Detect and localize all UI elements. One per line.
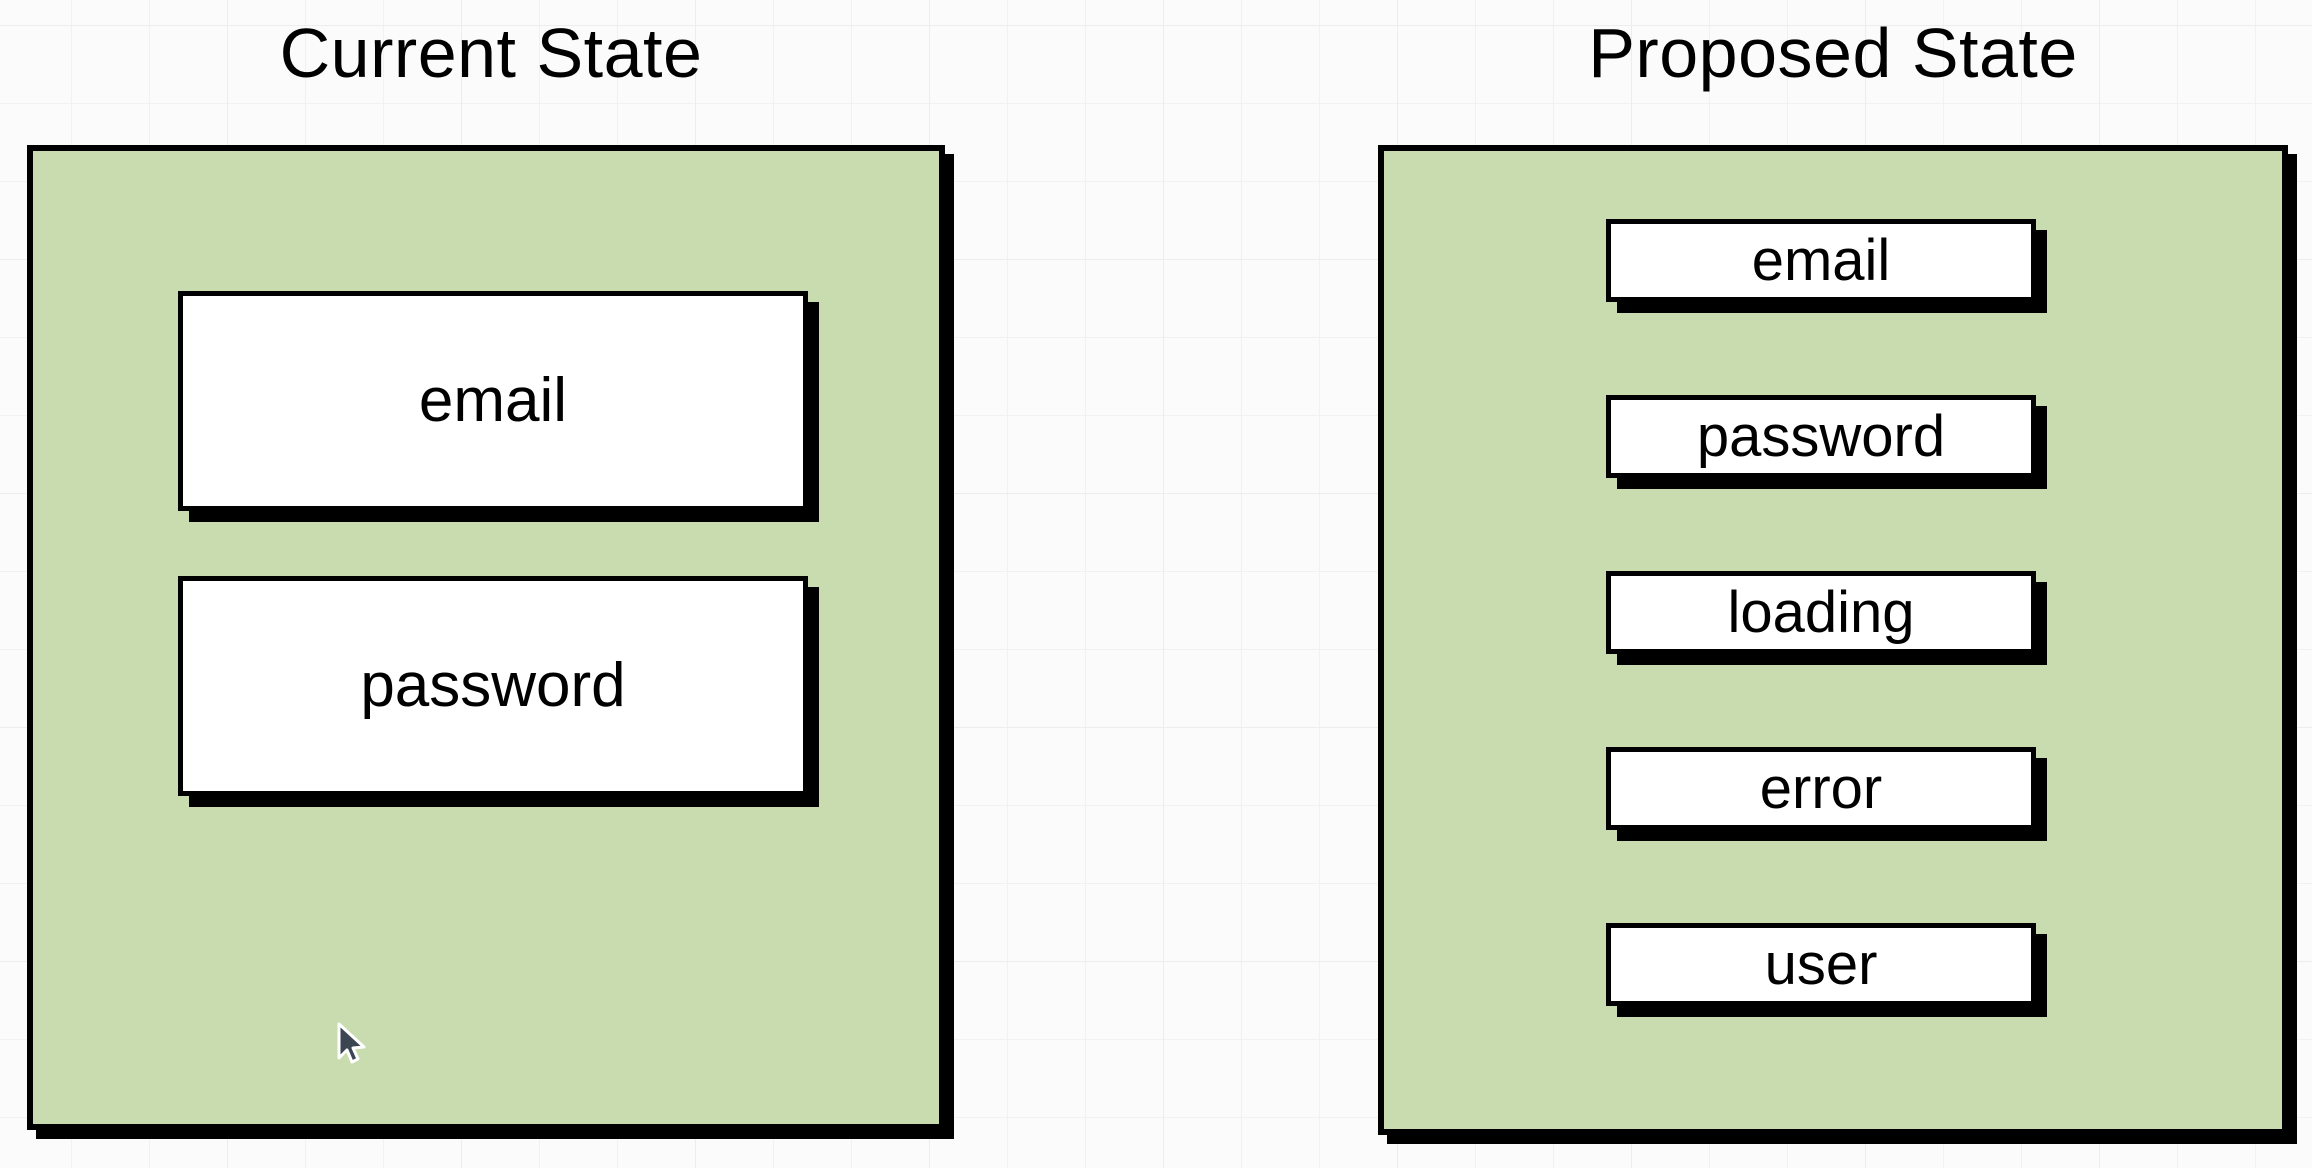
state-node-label: user [1764, 931, 1878, 997]
state-node-loading-proposed[interactable]: loading [1606, 571, 2036, 654]
panel-proposed-state[interactable]: email password loading error user [1378, 145, 2288, 1135]
state-node-error-proposed[interactable]: error [1606, 747, 2036, 830]
state-node-label: password [1696, 403, 1946, 469]
state-node-password-current[interactable]: password [178, 576, 808, 796]
state-node-email-proposed[interactable]: email [1606, 219, 2036, 302]
state-node-email-current[interactable]: email [178, 291, 808, 511]
panel-title-proposed-state: Proposed State [1588, 14, 2078, 92]
state-node-user-proposed[interactable]: user [1606, 923, 2036, 1006]
state-node-label: error [1759, 755, 1883, 821]
state-node-label: password [360, 651, 626, 720]
panel-title-current-state: Current State [279, 14, 703, 92]
panel-current-state[interactable]: email password [27, 145, 945, 1130]
state-node-label: loading [1727, 579, 1915, 645]
state-node-label: email [1751, 227, 1891, 293]
state-node-password-proposed[interactable]: password [1606, 395, 2036, 478]
state-node-label: email [418, 366, 568, 435]
